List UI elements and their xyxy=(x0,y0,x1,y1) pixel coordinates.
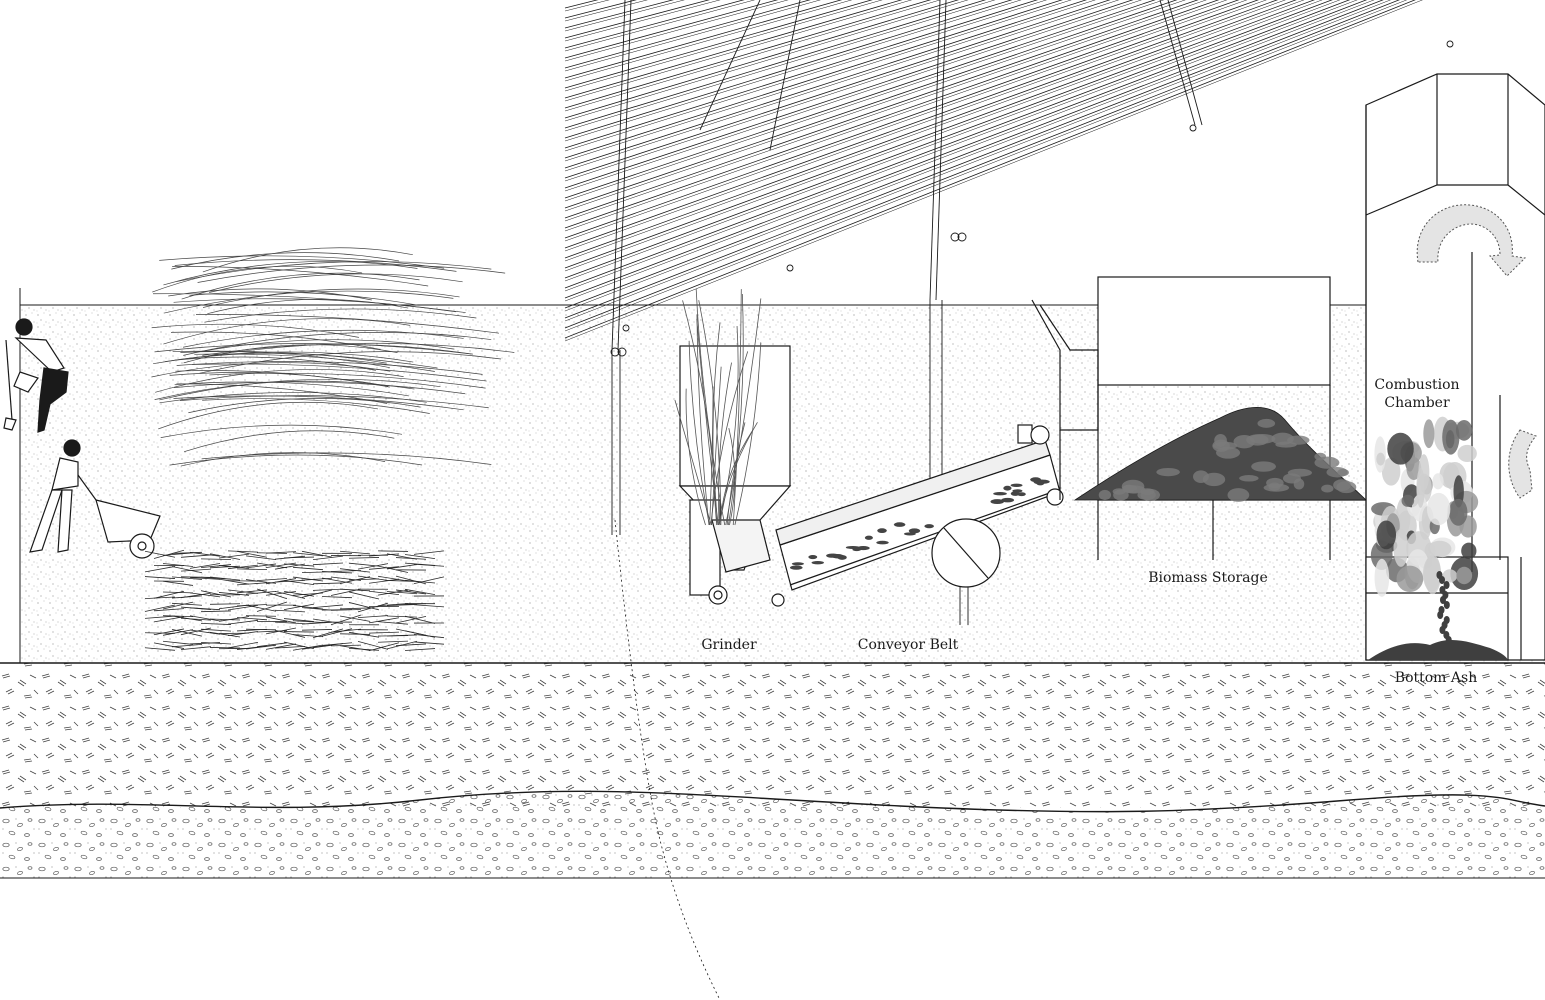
combustion-chamber-label: Combustion Chamber xyxy=(1374,376,1459,412)
conveyor-belt-chips xyxy=(789,477,1050,570)
conveyor-belt-machine xyxy=(771,424,1064,607)
biomass-storage-pile-texture xyxy=(1098,418,1357,502)
biomass-storage-label: Biomass Storage xyxy=(1148,570,1268,586)
combustion-flame xyxy=(1370,416,1479,644)
curved-flow-arrow-icon-2 xyxy=(1508,429,1537,499)
bundled-biomass-pile xyxy=(144,549,445,652)
combustion-chamber-label-line1: Combustion xyxy=(1374,377,1460,393)
pebble-boundary-line xyxy=(0,790,1545,813)
bottom-ash-label: Bottom Ash xyxy=(1394,670,1478,686)
pebble-layer xyxy=(0,791,1545,878)
bottom-ash-pile xyxy=(1368,639,1508,660)
conveyor-belt-label: Conveyor Belt xyxy=(857,637,959,653)
curved-flow-arrow-icon xyxy=(1416,204,1527,277)
worker-with-wheelbarrow xyxy=(29,439,161,559)
roof-slat-structure xyxy=(564,0,1454,625)
loose-biomass-pile xyxy=(151,247,515,467)
grinder-feed-stalks xyxy=(674,288,762,526)
combustion-chamber-label-line2: Chamber xyxy=(1384,395,1450,411)
dotted-guide-line xyxy=(614,519,721,1000)
grinder-machine xyxy=(678,345,792,605)
gravel-dash-layer xyxy=(0,663,1545,808)
biomass-storage-structure xyxy=(1031,276,1366,560)
worker-with-shovel xyxy=(3,318,69,433)
grinder-label: Grinder xyxy=(701,637,757,653)
